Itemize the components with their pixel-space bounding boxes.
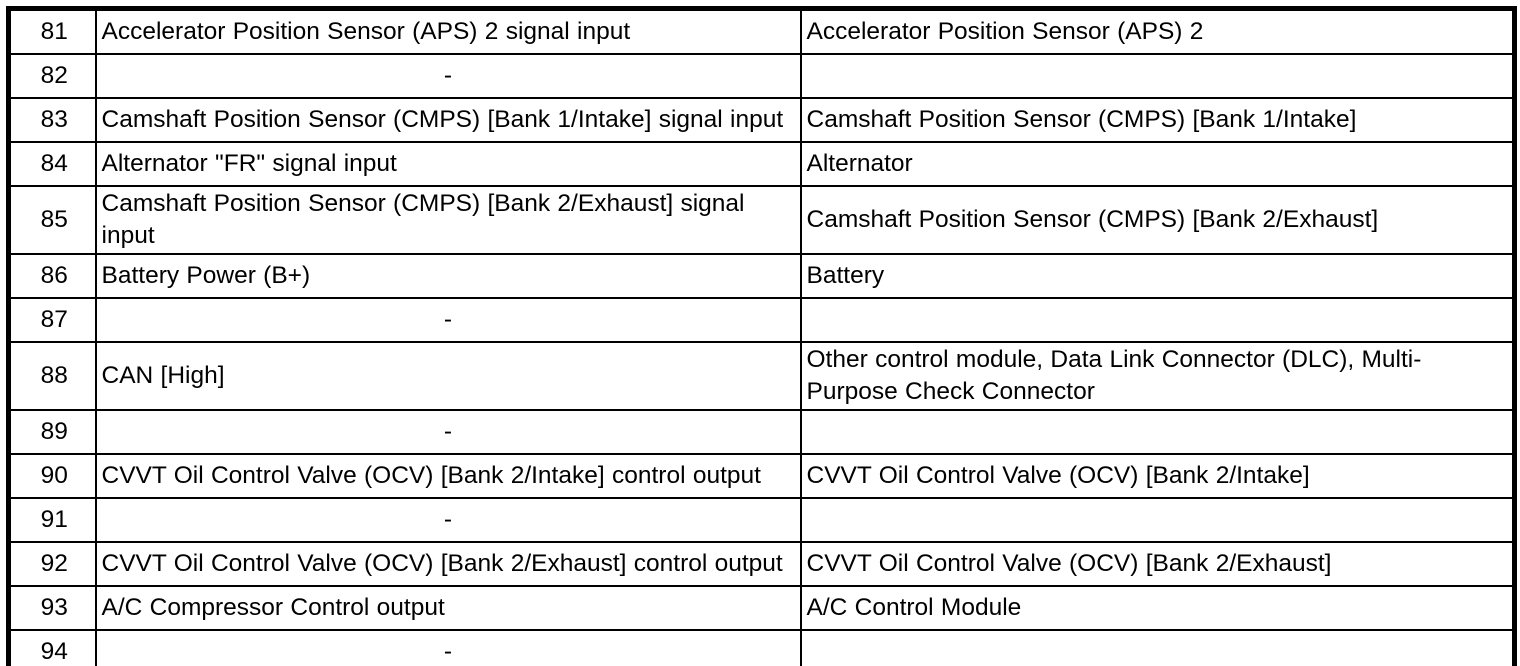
table-row: 82 -	[7, 53, 1516, 99]
pin-number-cell: 85	[7, 185, 97, 255]
table-row: 86 Battery Power (B+) Battery	[7, 253, 1516, 299]
table-row: 84 Alternator "FR" signal input Alternat…	[7, 141, 1516, 187]
description-cell: -	[94, 629, 802, 666]
pin-number-cell: 88	[7, 341, 97, 411]
table-row: 87 -	[7, 297, 1516, 343]
connected-to-cell	[799, 297, 1516, 343]
connected-to-cell: Alternator	[799, 141, 1516, 187]
table-row: 83 Camshaft Position Sensor (CMPS) [Bank…	[7, 97, 1516, 143]
table-row: 93 A/C Compressor Control output A/C Con…	[7, 585, 1516, 631]
description-cell: -	[94, 53, 802, 99]
description-cell: Battery Power (B+)	[94, 253, 802, 299]
table-row: 91 -	[7, 497, 1516, 543]
pin-number-cell: 87	[7, 297, 97, 343]
pin-table-body: 81 Accelerator Position Sensor (APS) 2 s…	[7, 7, 1516, 666]
table-row: 92 CVVT Oil Control Valve (OCV) [Bank 2/…	[7, 541, 1516, 587]
pin-number-cell: 82	[7, 53, 97, 99]
description-cell: Accelerator Position Sensor (APS) 2 sign…	[94, 7, 802, 55]
pin-number-cell: 81	[7, 7, 97, 55]
connected-to-cell	[799, 409, 1516, 455]
description-cell: Camshaft Position Sensor (CMPS) [Bank 1/…	[94, 97, 802, 143]
pin-number-cell: 84	[7, 141, 97, 187]
table-row: 85 Camshaft Position Sensor (CMPS) [Bank…	[7, 185, 1516, 255]
pin-number-cell: 91	[7, 497, 97, 543]
connected-to-cell: CVVT Oil Control Valve (OCV) [Bank 2/Exh…	[799, 541, 1516, 587]
connected-to-cell: Camshaft Position Sensor (CMPS) [Bank 1/…	[799, 97, 1516, 143]
description-cell: A/C Compressor Control output	[94, 585, 802, 631]
description-cell: -	[94, 297, 802, 343]
description-cell: Alternator "FR" signal input	[94, 141, 802, 187]
connected-to-cell	[799, 497, 1516, 543]
connected-to-cell: A/C Control Module	[799, 585, 1516, 631]
connected-to-cell: Battery	[799, 253, 1516, 299]
table-row: 81 Accelerator Position Sensor (APS) 2 s…	[7, 7, 1516, 55]
description-cell: CAN [High]	[94, 341, 802, 411]
table-row: 88 CAN [High] Other control module, Data…	[7, 341, 1516, 411]
pin-number-cell: 90	[7, 453, 97, 499]
description-cell: Camshaft Position Sensor (CMPS) [Bank 2/…	[94, 185, 802, 255]
table-row: 90 CVVT Oil Control Valve (OCV) [Bank 2/…	[7, 453, 1516, 499]
description-cell: CVVT Oil Control Valve (OCV) [Bank 2/Int…	[94, 453, 802, 499]
pin-number-cell: 86	[7, 253, 97, 299]
description-cell: CVVT Oil Control Valve (OCV) [Bank 2/Exh…	[94, 541, 802, 587]
connected-to-cell: CVVT Oil Control Valve (OCV) [Bank 2/Int…	[799, 453, 1516, 499]
connected-to-cell: Camshaft Position Sensor (CMPS) [Bank 2/…	[799, 185, 1516, 255]
pin-number-cell: 83	[7, 97, 97, 143]
description-cell: -	[94, 409, 802, 455]
connected-to-cell	[799, 53, 1516, 99]
pin-number-cell: 89	[7, 409, 97, 455]
table-row: 94 -	[7, 629, 1516, 666]
table-row: 89 -	[7, 409, 1516, 455]
description-cell: -	[94, 497, 802, 543]
pin-number-cell: 92	[7, 541, 97, 587]
pin-number-cell: 94	[7, 629, 97, 666]
connected-to-cell: Other control module, Data Link Connecto…	[799, 341, 1516, 411]
pin-assignment-table: 81 Accelerator Position Sensor (APS) 2 s…	[6, 6, 1517, 666]
pin-number-cell: 93	[7, 585, 97, 631]
connected-to-cell	[799, 629, 1516, 666]
connected-to-cell: Accelerator Position Sensor (APS) 2	[799, 7, 1516, 55]
